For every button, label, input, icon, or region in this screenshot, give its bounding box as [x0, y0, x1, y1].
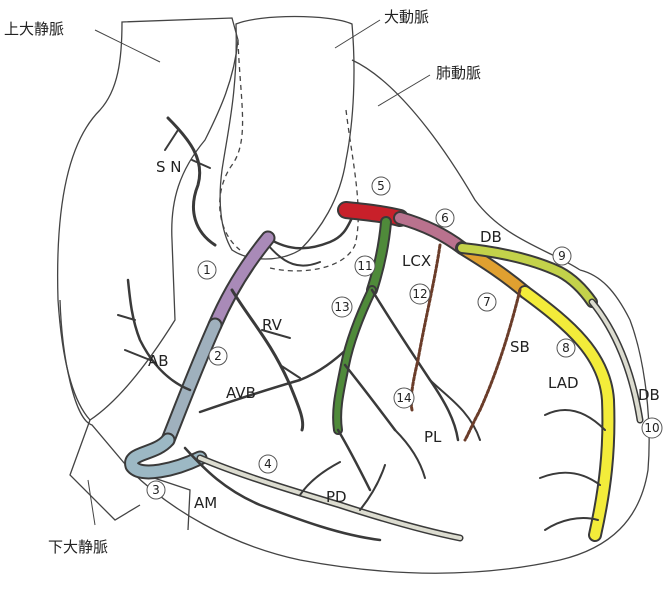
svg-text:2: 2: [214, 349, 222, 363]
svg-text:10: 10: [644, 421, 659, 435]
segment-marker-2: 2: [209, 347, 227, 365]
label-lad: LAD: [548, 374, 579, 392]
segment-marker-6: 6: [436, 209, 454, 227]
segment-marker-10: 10: [642, 418, 662, 438]
segment-marker-8: 8: [557, 339, 575, 357]
ivc-pointer: [88, 480, 95, 525]
septal-branch-b: [465, 290, 520, 440]
label-avb: AVB: [226, 384, 256, 402]
heart-outline: [58, 17, 649, 574]
segment-marker-4: 4: [259, 455, 277, 473]
label-sn: S N: [156, 158, 182, 176]
label-ab: AB: [148, 352, 169, 370]
svg-text:11: 11: [357, 259, 372, 273]
svg-text:4: 4: [264, 457, 272, 471]
segment-marker-12: 12: [410, 284, 430, 304]
svg-text:13: 13: [334, 300, 349, 314]
label-db-1: DB: [480, 228, 502, 246]
label-ivc: 下大静脈: [48, 538, 108, 556]
segment-marker-5: 5: [372, 177, 390, 195]
segment-marker-3: 3: [147, 481, 165, 499]
label-am: AM: [194, 494, 217, 512]
aortic-root-dashed: [220, 40, 243, 250]
svg-text:1: 1: [203, 263, 211, 277]
label-sb: SB: [510, 338, 530, 356]
svg-text:7: 7: [483, 295, 491, 309]
svg-text:8: 8: [562, 341, 570, 355]
label-db-2: DB: [638, 386, 660, 404]
segment-marker-13: 13: [332, 297, 352, 317]
svg-text:3: 3: [152, 483, 160, 497]
segment-marker-14: 14: [394, 388, 414, 408]
segment-marker-11: 11: [355, 256, 375, 276]
label-svc: 上大静脈: [4, 20, 64, 38]
label-rv: RV: [262, 316, 283, 334]
segment-marker-7: 7: [478, 293, 496, 311]
rv-branch: [232, 290, 303, 430]
conal-branch: [268, 218, 352, 248]
svg-text:14: 14: [396, 391, 411, 405]
svg-text:6: 6: [441, 211, 449, 225]
aorta-pointer: [335, 20, 380, 48]
label-lcx: LCX: [402, 252, 431, 270]
svg-text:12: 12: [412, 287, 427, 301]
label-pa: 肺動脈: [436, 64, 481, 82]
rv-branch-b: [262, 330, 300, 378]
segment-marker-9: 9: [553, 247, 571, 265]
svg-text:5: 5: [377, 179, 385, 193]
label-pd: PD: [326, 488, 347, 506]
label-pl: PL: [424, 428, 442, 446]
svc-pointer: [95, 30, 160, 62]
sn-branch: [168, 118, 215, 245]
aorta-outline: [220, 17, 354, 260]
lmt-segment-5-fill: [346, 210, 400, 218]
label-aorta: 大動脈: [384, 8, 429, 26]
rca-segment-1-fill: [215, 238, 268, 325]
svg-text:9: 9: [558, 249, 566, 263]
segment-marker-1: 1: [198, 261, 216, 279]
